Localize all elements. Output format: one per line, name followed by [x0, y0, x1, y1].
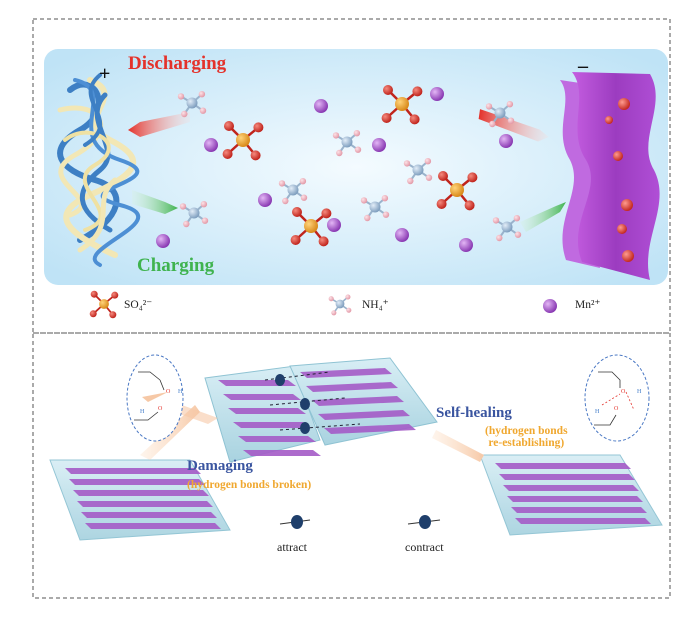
electrode-stripe	[243, 450, 321, 456]
contract-label: contract	[405, 540, 444, 554]
legend-manganese-icon	[543, 299, 557, 313]
attract-glyph	[279, 515, 311, 529]
device-damaged-center	[204, 357, 438, 463]
healing-arrow	[432, 430, 484, 462]
sulfate-ion	[436, 171, 478, 211]
electrode-stripe	[223, 394, 301, 400]
legend-ammonium-label: NH₄⁺	[362, 299, 389, 311]
ammonium-ion	[492, 215, 522, 242]
electrode-stripe	[499, 474, 635, 480]
electrode-stripe	[228, 408, 306, 414]
self-healing-label: Self-healing	[436, 405, 512, 421]
svg-text:H: H	[595, 409, 600, 415]
attract-label: attract	[277, 540, 307, 554]
device-healed-right	[479, 454, 663, 536]
negative-sign: –	[578, 55, 588, 77]
svg-text:H: H	[178, 389, 183, 395]
electrode-stripe	[318, 410, 410, 420]
discharging-arrow-left	[128, 112, 190, 137]
manganese-ion	[499, 134, 513, 148]
electrode-stripe	[238, 436, 316, 442]
manganese-ion	[258, 193, 272, 207]
electrode-stripe	[503, 485, 639, 491]
ammonium-ion	[360, 195, 390, 222]
svg-text:O: O	[166, 389, 171, 395]
charging-label: Charging	[137, 255, 215, 276]
svg-text:O: O	[621, 389, 626, 395]
contract-glyph	[407, 515, 441, 529]
ammonium-ion	[177, 91, 207, 118]
electrode-stripe	[507, 496, 643, 502]
electrode-stripe	[85, 523, 221, 529]
ion-molecules	[156, 85, 522, 252]
ammonium-ion	[485, 101, 515, 128]
manganese-ion	[327, 218, 341, 232]
self-healing-note-line2: re-establishing)	[488, 436, 565, 449]
ammonium-ion	[403, 158, 433, 185]
hbond-healed-structure: O H H O	[594, 371, 642, 426]
electrode-stripe	[233, 422, 311, 428]
manganese-ion	[372, 138, 386, 152]
svg-text:H: H	[637, 389, 642, 395]
electrode-stripe	[515, 518, 651, 524]
legend-sulfate-icon	[89, 290, 119, 319]
manganese-ion	[314, 99, 328, 113]
electrode-stripe	[65, 468, 201, 474]
positive-sign: +	[99, 63, 111, 85]
ammonium-ion	[278, 178, 308, 205]
hbond-healed-inset	[584, 354, 650, 442]
manganese-ion	[395, 228, 409, 242]
electrode-stripe	[495, 463, 631, 469]
anode-sheets	[560, 72, 660, 280]
damaging-label: Damaging	[187, 458, 253, 474]
electrode-stripe	[73, 490, 209, 496]
cathode-fiber-bundle	[57, 73, 141, 267]
legend-sulfate-molecule	[89, 290, 119, 319]
manganese-ion	[204, 138, 218, 152]
charging-arrow-left	[132, 190, 178, 214]
svg-text:O: O	[158, 406, 163, 412]
sulfate-ion	[222, 121, 264, 161]
manganese-ion	[430, 87, 444, 101]
self-healing-note-line1: (hydrogen bonds	[485, 425, 568, 437]
device-intact-left	[49, 459, 231, 541]
legend-manganese-label: Mn²⁺	[575, 299, 601, 311]
discharging-label: Discharging	[128, 53, 227, 74]
legend-ammonium-molecule	[328, 294, 352, 316]
damaging-note: (hydrogen bonds broken)	[187, 479, 312, 491]
legend-ammonium-icon	[328, 294, 352, 316]
bottom-panel-frame	[32, 332, 671, 599]
manganese-ion	[156, 234, 170, 248]
sulfate-ion	[381, 85, 423, 125]
electrode-stripe	[312, 396, 404, 406]
manganese-ion	[459, 238, 473, 252]
charging-arrow-right	[520, 202, 566, 232]
ammonium-ion	[179, 201, 209, 228]
hbond-broken-structure: O H H O	[134, 371, 183, 421]
electrode-stripe	[306, 382, 398, 392]
svg-text:H: H	[140, 409, 145, 415]
ammonium-ion	[332, 130, 362, 157]
legend-sulfate-label: SO₄²⁻	[124, 299, 153, 311]
electrode-stripe	[300, 368, 392, 378]
svg-text:O: O	[614, 406, 619, 412]
electrode-stripe	[81, 512, 217, 518]
electrode-stripe	[69, 479, 205, 485]
electrode-stripe	[511, 507, 647, 513]
electrode-stripe	[324, 424, 416, 434]
electrode-stripe	[77, 501, 213, 507]
self-healing-note: (hydrogen bonds re-establishing)	[485, 425, 568, 449]
sulfate-ion	[290, 207, 332, 247]
